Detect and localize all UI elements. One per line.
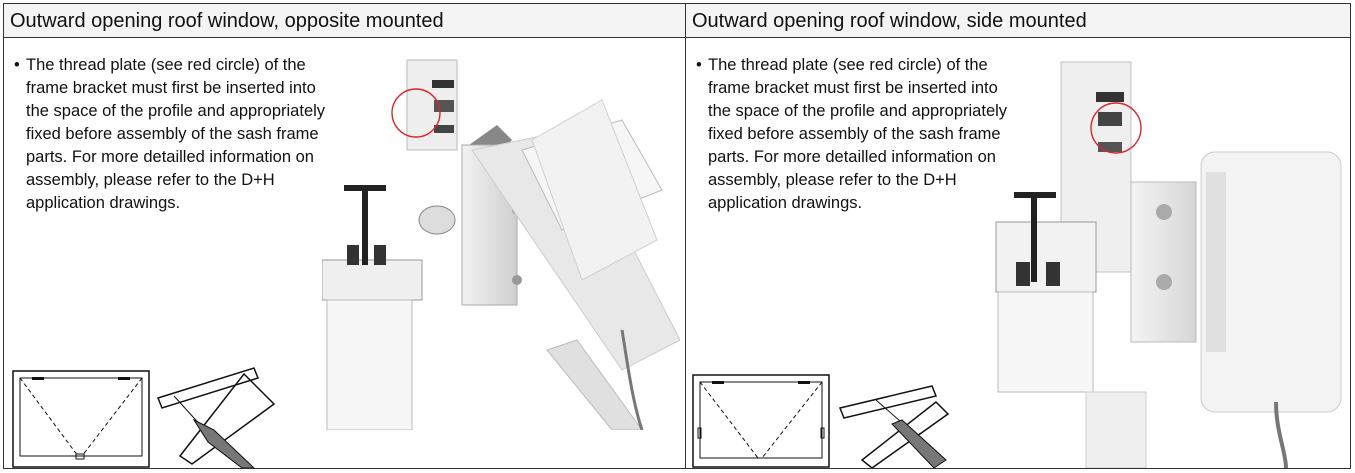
bullet: • [14,56,20,74]
column-opposite-mounted: Outward opening roof window, opposite mo… [4,4,686,468]
bullet: • [696,56,702,74]
column-side-mounted: Outward opening roof window, side mounte… [686,4,1350,468]
instruction-body: The thread plate (see red circle) of the… [26,56,326,212]
opening-sash-diagram-icon [838,385,950,468]
column-heading: Outward opening roof window, opposite mo… [4,4,685,38]
instruction-table: Outward opening roof window, opposite mo… [3,3,1351,469]
product-photo [986,42,1346,468]
window-frame-diagram-icon [12,370,150,468]
product-photo [322,40,680,430]
highlight-circle [391,88,441,138]
actuator-bracket-image [995,61,1342,468]
highlight-circle [1090,102,1142,154]
instruction-body: The thread plate (see red circle) of the… [708,56,1008,212]
instruction-text: • The thread plate (see red circle) of t… [14,54,334,215]
instruction-text: • The thread plate (see red circle) of t… [696,54,1016,215]
opening-sash-diagram-icon [157,367,276,468]
window-frame-diagram-icon [692,374,830,468]
column-heading: Outward opening roof window, side mounte… [686,4,1350,38]
actuator-bracket-image [322,59,680,430]
